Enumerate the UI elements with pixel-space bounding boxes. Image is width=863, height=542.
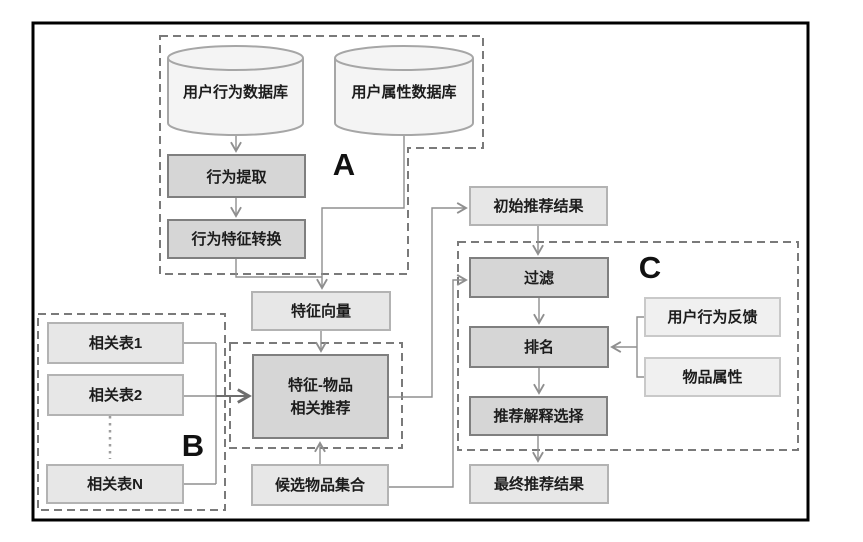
group-a-label: A [333, 147, 355, 182]
initial-recommendation-result-label: 初始推荐结果 [493, 197, 584, 215]
related-table-1-label: 相关表1 [89, 334, 142, 352]
group-b-label: B [182, 428, 204, 463]
user-behavior-feedback-node [644, 297, 781, 337]
recommendation-explanation-selection-node [469, 396, 608, 436]
connector-conversion-to-merge [235, 258, 322, 278]
user-behavior-db-cylinder [167, 58, 304, 136]
candidate-item-set-label: 候选物品集合 [275, 476, 366, 494]
behavior-extraction-label: 行为提取 [205, 168, 267, 186]
recommendation-explanation-selection-label: 推荐解释选择 [493, 407, 584, 425]
user-attribute-db-label: 用户属性数据库 [351, 83, 456, 101]
user-behavior-feedback-label: 用户行为反馈 [667, 308, 757, 326]
connector-attributedb-to-featurevector [316, 135, 405, 290]
candidate-item-set-node [251, 464, 389, 506]
behavior-extraction-node [167, 154, 306, 198]
group-a-outline [159, 35, 484, 275]
final-recommendation-result-label: 最终推荐结果 [494, 475, 585, 493]
item-attribute-label: 物品属性 [682, 368, 742, 386]
connector-feedback-merge [636, 316, 645, 378]
item-attribute-node [644, 357, 781, 397]
connector-candidates-to-filter [388, 274, 468, 488]
group-b-outline [37, 313, 226, 511]
related-table-2-label: 相关表2 [89, 386, 142, 404]
group-c-label: C [639, 250, 661, 285]
final-recommendation-result-node [469, 464, 609, 504]
user-attribute-db-cylinder [334, 58, 474, 136]
feature-item-recommend-label-line2: 相关推荐 [290, 399, 350, 417]
related-table-n-node [46, 464, 184, 504]
connector-relatedtables-collector [183, 342, 217, 485]
user-behavior-db-label: 用户行为数据库 [183, 83, 288, 101]
user-behavior-db: 用户行为数据库 [167, 45, 304, 136]
group-c-outline [457, 241, 799, 451]
feature-vector-label: 特征向量 [291, 302, 351, 320]
feature-item-recommend-node [252, 354, 389, 439]
connector-featureitem-to-initialresult [388, 202, 468, 398]
user-attribute-db-cylinder-top [334, 45, 474, 71]
user-behavior-db-cylinder-top [167, 45, 304, 71]
ranking-node [469, 326, 609, 368]
related-table-1-node [47, 322, 184, 364]
filter-label: 过滤 [524, 269, 554, 287]
initial-recommendation-result-node [469, 186, 608, 226]
outer-frame-border [31, 21, 810, 522]
related-table-n-label: 相关表N [87, 475, 143, 493]
ranking-label: 排名 [524, 338, 554, 356]
behavior-feature-conversion-label: 行为特征转换 [190, 230, 282, 248]
behavior-feature-conversion-node [167, 219, 306, 259]
related-table-2-node [47, 374, 184, 416]
feature-item-recommend-label-line1: 特征-物品 [288, 376, 353, 394]
feature-vector-node [251, 291, 391, 331]
filter-node [469, 257, 609, 298]
user-attribute-db: 用户属性数据库 [334, 45, 474, 136]
